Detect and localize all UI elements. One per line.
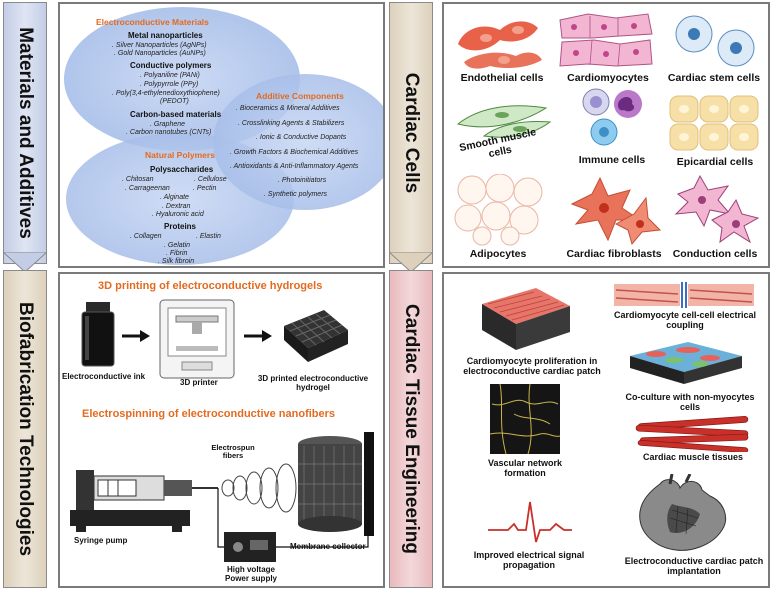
ink-jar-icon [81,302,115,367]
collector-label: Membrane collector [290,542,366,551]
epicardial-label: Epicardial cells [676,156,754,168]
adipocytes-label: Adipocytes [469,248,527,260]
electrospinning-schematic [70,432,374,562]
protein-item: . Fibrin [166,250,188,257]
additive-item: . Ionic & Conductive Dopants [256,134,347,141]
3d-printer-icon [159,299,235,379]
polysaccharides-heading: Polysaccharides [150,165,214,174]
electroconductive-title: Electroconductive Materials [96,17,209,27]
metal-item: . Gold Nanoparticles (AuNPs) [114,50,206,57]
pump-label: Syringe pump [74,536,128,545]
carbon-heading: Carbon-based materials [130,110,222,119]
additive-item: . Synthetic polymers [264,191,328,198]
conduction-cell-icon [674,174,760,244]
materials-panel: Electroconductive Materials Metal nanopa… [58,2,385,268]
protein-item: . Silk fibroin [158,258,195,265]
immune-label: Immune cells [578,154,646,166]
cardiomyocytes-label: Cardiomyocytes [567,72,649,84]
proteins-heading: Proteins [164,222,197,231]
arrow-right-icon [244,330,272,342]
tab-cardiac-tissue-engineering: Cardiac Tissue Engineering [389,270,433,588]
signal-label: Improved electrical signal propagation [473,550,585,571]
additive-item: . Antioxidants & Anti-Inflammatory Agent… [230,163,359,170]
cardiomyocyte-icon [559,13,653,67]
natural-polymers-title: Natural Polymers [145,150,215,160]
protein-item: . Elastin [196,233,221,240]
tab-biofabrication-technologies: Biofabrication Technologies [3,270,47,588]
ecg-signal-icon [488,501,572,543]
tissue-engineering-panel: Cardiomyocyte proliferation in electroco… [442,272,770,588]
fibroblasts-label: Cardiac fibroblasts [566,248,662,260]
polymer-heading: Conductive polymers [130,61,212,70]
muscle-tissue-icon [635,416,749,452]
tab-materials-label: Materials and Additives [15,27,36,239]
poly-item: . Alginate [160,194,189,201]
muscle-label: Cardiac muscle tissues [642,452,744,462]
additive-title: Additive Components [256,91,344,101]
poly-item: . Chitosan [122,176,154,183]
smooth-muscle-cell-icon [456,105,552,138]
polymer-item: . Polypyrrole (PPy) [140,81,199,88]
co-culture-icon [630,342,742,384]
tab-cells-label: Cardiac Cells [401,72,422,194]
power-label-text: High voltage Power supply [224,565,277,583]
biofabrication-panel: 3D printing of electroconductive hydroge… [58,272,385,588]
polymer-item: . Polyaniline (PANi) [140,72,200,79]
polymer-item: (PEDOT) [160,98,189,105]
protein-item: . Gelatin [164,242,191,249]
tab-biofab-label: Biofabrication Technologies [15,301,36,557]
printer-label: 3D printer [180,378,218,387]
cardiac-patch-icon [482,288,570,350]
conduction-label: Conduction cells [672,248,758,260]
chevron-arrow-icon [1,251,49,274]
carbon-item: . Carbon nanotubes (CNTs) [126,129,212,136]
additive-item: . Photoinitiators [278,177,327,184]
metal-heading: Metal nanoparticles [128,31,203,40]
arrow-right-icon [122,330,150,342]
poly-item: . Dextran [162,203,191,210]
fibroblast-icon [570,176,662,246]
poly-item: . Hyaluronic acid [152,211,204,218]
additive-item: . Crosslinking Agents & Stabilizers [238,120,345,127]
poly-item: . Cellulose [194,176,227,183]
implant-label: Electroconductive cardiac patch implanta… [624,556,764,577]
immune-cell-icon [582,88,642,146]
tab-cardiac-cells: Cardiac Cells [389,2,433,264]
polymer-item: . Poly(3,4-ethylenedioxythiophene) [112,90,220,97]
cardiac-cells-panel: Endothelial cells Cardiomyocytes Cardiac… [442,2,770,268]
vascular-label: Vascular network formation [487,458,563,479]
coupling-label: Cardiomyocyte cell-cell electrical coupl… [613,310,757,331]
metal-item: . Silver Nanoparticles (AgNPs) [112,42,207,49]
electrospinning-title: Electrospinning of electroconductive nan… [82,408,336,420]
stem-cells-label: Cardiac stem cells [667,72,761,84]
poly-item: . Carrageenan [125,185,170,192]
power-label: High voltage Power supply [216,565,286,584]
endothelial-cell-icon [458,21,542,69]
chevron-arrow-icon [387,251,435,274]
printed-scaffold-icon [284,310,348,362]
printed-label: 3D printed electroconductive hydrogel [254,374,372,392]
tab-materials-and-additives: Materials and Additives [3,2,47,264]
additive-item: . Bioceramics & Mineral Additives [236,105,340,112]
heart-implant-icon [639,474,726,551]
endothelial-label: Endothelial cells [460,72,544,84]
additive-item: . Growth Factors & Biochemical Additives [230,149,359,156]
proliferation-label: Cardiomyocyte proliferation in electroco… [463,356,601,377]
carbon-item: . Graphene [150,121,186,128]
co-culture-label: Co-culture with non-myocytes cells [625,392,755,413]
printed-label-text: 3D printed electroconductive hydrogel [257,374,369,393]
epicardial-cell-icon [669,95,759,151]
protein-item: . Collagen [130,233,162,240]
ink-label: Electroconductive ink [62,372,146,381]
poly-item: . Pectin [193,185,217,192]
venn-diagram [64,7,383,265]
printing-title: 3D printing of electroconductive hydroge… [98,280,323,292]
fibers-label: Electrospun fibers [210,443,256,461]
cell-coupling-icon [614,282,754,308]
stem-cell-icon [675,15,755,67]
vascular-network-icon [490,384,560,454]
tab-tissue-label: Cardiac Tissue Engineering [401,304,422,554]
adipocyte-icon [454,174,543,246]
fibers-label-text: Electrospun fibers [211,443,255,461]
